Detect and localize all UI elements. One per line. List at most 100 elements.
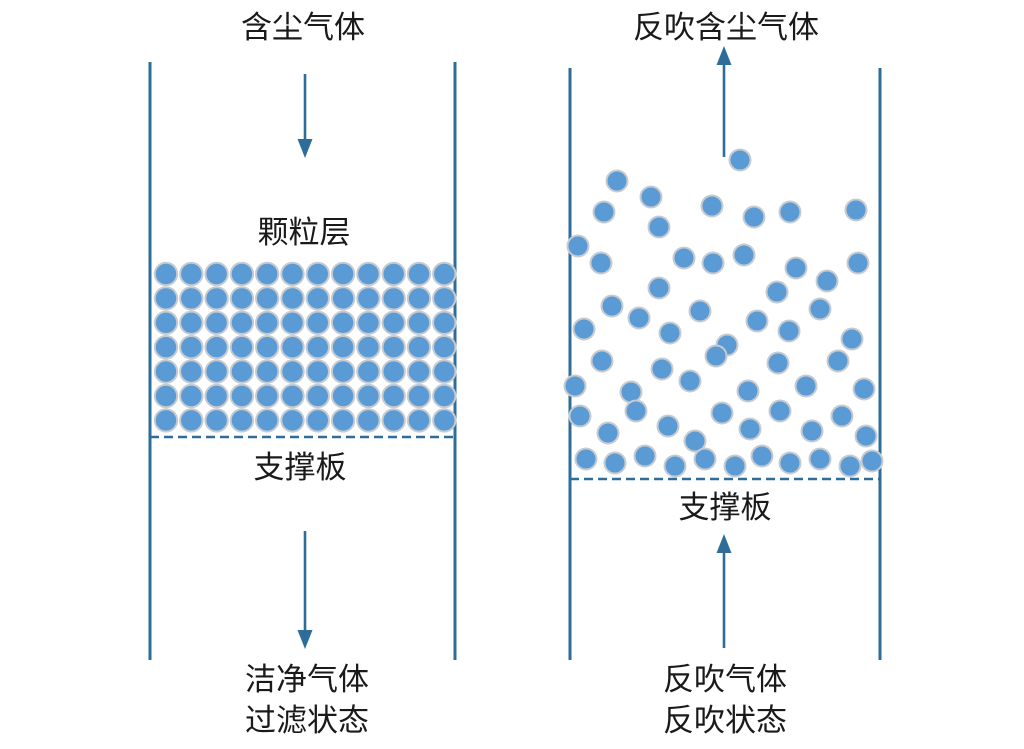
particle	[229, 335, 255, 360]
particle	[229, 408, 255, 433]
particle	[229, 359, 255, 384]
particle	[563, 374, 587, 398]
particle	[736, 379, 760, 403]
particle	[765, 280, 789, 304]
particle	[728, 148, 752, 172]
particle	[784, 256, 808, 280]
particle	[808, 297, 832, 321]
particle	[305, 261, 330, 287]
particle	[432, 408, 457, 433]
granular-layer-label: 颗粒层	[258, 215, 351, 250]
particle	[204, 408, 229, 433]
particle	[356, 335, 381, 360]
particle	[179, 359, 204, 384]
particle	[229, 286, 255, 311]
particle	[280, 286, 305, 311]
particle	[280, 408, 305, 433]
particle	[678, 369, 702, 393]
particle	[305, 359, 330, 384]
particle	[179, 261, 204, 287]
particle	[605, 169, 629, 193]
particle	[381, 359, 406, 384]
particle	[768, 399, 792, 423]
particle	[432, 335, 457, 360]
particle	[723, 454, 747, 478]
particle	[840, 327, 864, 351]
particle	[750, 444, 774, 468]
particle	[745, 309, 769, 333]
particle	[305, 335, 330, 360]
particle	[656, 414, 680, 438]
particle	[255, 286, 280, 311]
particle	[179, 335, 204, 360]
clean-gas-label: 洁净气体	[245, 662, 369, 697]
particle	[589, 251, 613, 275]
particle	[204, 335, 229, 360]
particle	[778, 200, 802, 224]
particle	[590, 349, 614, 373]
particle	[255, 359, 280, 384]
particle	[838, 454, 862, 478]
particle	[204, 359, 229, 384]
particle	[432, 359, 457, 384]
right-support-plate-label: 支撑板	[679, 490, 772, 525]
particle	[330, 286, 356, 311]
particle	[280, 335, 305, 360]
particle	[255, 261, 280, 287]
outlet-down-arrow-head	[297, 630, 313, 649]
particle	[153, 383, 179, 409]
particle	[574, 447, 598, 471]
particle	[356, 310, 381, 335]
particle	[830, 404, 854, 428]
particle	[356, 261, 381, 287]
particle	[330, 408, 356, 433]
particle	[153, 335, 179, 360]
particle	[572, 317, 596, 341]
particle	[356, 408, 381, 433]
fluidized-particles	[563, 148, 884, 478]
particle	[229, 261, 255, 287]
particle	[658, 321, 682, 345]
particle	[432, 261, 457, 287]
packed-bed-particles	[153, 261, 457, 433]
particle	[568, 404, 592, 428]
particle	[596, 421, 620, 445]
particle	[778, 451, 802, 475]
particle	[330, 261, 356, 287]
backflush-gas-label: 反吹气体	[663, 662, 787, 697]
filtration-state-panel: 含尘气体 颗粒层 支撑板 洁净气体 过滤状态	[148, 10, 457, 738]
particle	[305, 310, 330, 335]
particle	[330, 359, 356, 384]
particle	[432, 310, 457, 335]
particle	[432, 383, 457, 409]
particle	[701, 251, 725, 275]
particle	[603, 451, 627, 475]
particle	[229, 383, 255, 409]
particle	[406, 310, 432, 335]
particle	[650, 357, 674, 381]
particle	[639, 185, 663, 209]
particle	[704, 344, 728, 368]
particle	[742, 205, 766, 229]
backflush-state-panel: 反吹含尘气体 支撑板 反吹气体 反吹状态	[563, 10, 884, 738]
particle	[663, 454, 687, 478]
particle	[255, 383, 280, 409]
particle	[381, 408, 406, 433]
particle	[852, 377, 876, 401]
particle	[179, 383, 204, 409]
particle	[633, 444, 657, 468]
particle	[619, 380, 643, 404]
particle	[566, 234, 590, 258]
particle	[800, 419, 824, 443]
particle	[280, 383, 305, 409]
backflush-dusty-gas-label: 反吹含尘气体	[633, 10, 819, 45]
particle	[815, 269, 839, 293]
particle	[683, 429, 707, 453]
particle	[808, 447, 832, 471]
particle	[381, 335, 406, 360]
particle	[356, 359, 381, 384]
particle	[627, 306, 651, 330]
particle	[229, 310, 255, 335]
particle	[330, 335, 356, 360]
particle	[700, 194, 724, 218]
